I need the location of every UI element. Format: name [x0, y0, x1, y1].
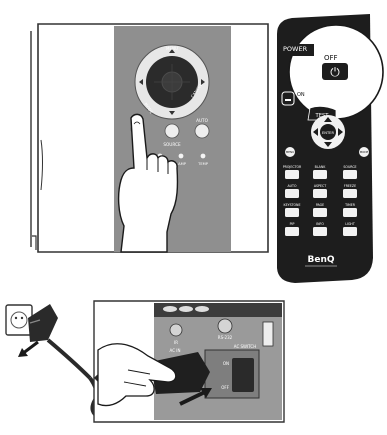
projector-top-panel: MENU MODE CANCEL SOURCE AUTO POWER WARNI…	[31, 24, 268, 252]
on-label: ON	[297, 92, 305, 98]
grid-label-4-2: INFO	[316, 222, 324, 226]
brand-underline	[305, 265, 337, 267]
grid-label-1-2: BLANK	[315, 165, 327, 169]
grid-label-3-3: TIMER	[344, 203, 356, 207]
rear-side-port	[263, 322, 273, 346]
projector-button[interactable]	[285, 170, 299, 179]
brand-logo: BenQ	[307, 255, 334, 265]
grid-label-2-3: FREEZE	[344, 184, 356, 188]
auto-button[interactable]	[195, 124, 209, 138]
source-label: SOURCE	[163, 142, 181, 147]
ir-sensor	[170, 324, 182, 336]
source-button[interactable]	[165, 124, 179, 138]
power-cord	[48, 340, 90, 378]
switch-off-label: OFF	[221, 385, 229, 390]
power-icon: ⏻	[330, 65, 340, 79]
pip-button[interactable]	[285, 227, 299, 236]
grid-label-3-2: PAGE	[316, 203, 324, 207]
remote-mode-label: MODE	[360, 150, 369, 154]
enter-label: ENTER	[322, 131, 334, 135]
freeze-button[interactable]	[343, 189, 357, 198]
aspect-button[interactable]	[313, 189, 327, 198]
timer-button[interactable]	[343, 208, 357, 217]
wall-outlet	[6, 305, 32, 335]
grid-label-2-1: AUTO	[288, 184, 297, 188]
remote-dpad[interactable]: ENTER	[311, 115, 345, 149]
temp-led	[201, 154, 206, 159]
remote-menu-label: MENU	[286, 150, 294, 154]
ac-switch-label: AC SWITCH	[234, 344, 256, 349]
blank-button[interactable]	[313, 170, 327, 179]
grid-label-1-3: SOURCE	[343, 165, 356, 169]
ir-label: IR	[174, 340, 178, 345]
keystone-button[interactable]	[285, 208, 299, 217]
lamp-led	[179, 154, 184, 159]
grid-label-4-3: LIGHT	[345, 222, 355, 226]
menu-label: MENU	[166, 46, 178, 51]
grid-label-2-2: ASPECT	[314, 184, 326, 188]
rs232-port[interactable]	[218, 319, 232, 333]
info-button[interactable]	[313, 227, 327, 236]
source-remote-button[interactable]	[343, 170, 357, 179]
control-pad[interactable]: MENU MODE CANCEL	[135, 45, 209, 119]
remote-control: POWER OFF POWER OFF ⏻ POWER ON TEST ENTE…	[277, 14, 385, 283]
rs232-label: RS-232	[218, 335, 233, 340]
power-text: POWER	[283, 45, 308, 53]
wall-plug	[28, 304, 100, 418]
auto-remote-button[interactable]	[285, 189, 299, 198]
switch-on-label: ON	[223, 361, 229, 366]
temp-led-label: TEMP	[197, 162, 209, 166]
page-button[interactable]	[313, 208, 327, 217]
ac-switch[interactable]	[232, 358, 254, 392]
grid-label-1-1: PROJECTOR	[283, 165, 302, 169]
light-button[interactable]	[343, 227, 357, 236]
grid-label-3-1: KEYSTONE	[284, 203, 301, 207]
auto-label: AUTO	[196, 118, 208, 123]
remote-on-button[interactable]	[282, 92, 294, 105]
off-label-zoom: OFF	[324, 54, 338, 62]
grid-label-4-1: PIP	[290, 222, 295, 226]
ac-in-label: AC IN	[170, 348, 181, 353]
